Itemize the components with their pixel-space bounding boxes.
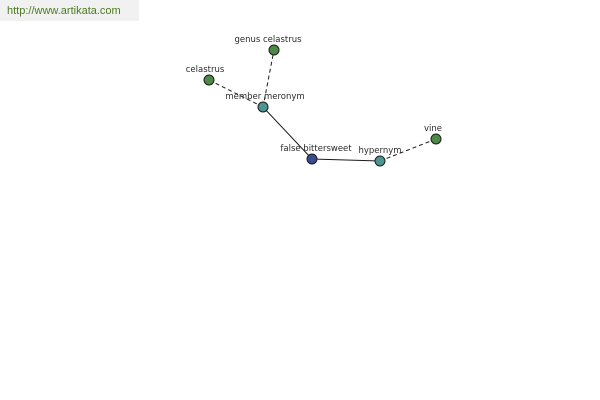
node-root[interactable] <box>306 153 318 165</box>
label-genus-celastrus: genus celastrus <box>234 35 302 45</box>
edge-root-member-meronym <box>262 106 313 160</box>
node-hypernym[interactable] <box>374 155 386 167</box>
label-celastrus: celastrus <box>186 65 225 75</box>
node-genus-celastrus[interactable] <box>268 44 280 56</box>
label-root: false bittersweet <box>280 144 352 154</box>
label-vine: vine <box>424 124 442 134</box>
label-member-meronym: member meronym <box>225 92 304 102</box>
edge-root-hypernym <box>311 158 381 162</box>
label-hypernym: hypernym <box>358 146 401 156</box>
node-member-meronym[interactable] <box>257 101 269 113</box>
source-link[interactable]: http://www.artikata.com <box>7 5 121 17</box>
edge-member-meronym-celastrus <box>208 79 264 108</box>
source-banner: http://www.artikata.com <box>0 0 139 21</box>
node-vine[interactable] <box>430 133 442 145</box>
edge-member-meronym-genus-celastrus <box>262 49 275 108</box>
node-celastrus[interactable] <box>203 74 215 86</box>
edge-hypernym-vine <box>379 138 437 162</box>
